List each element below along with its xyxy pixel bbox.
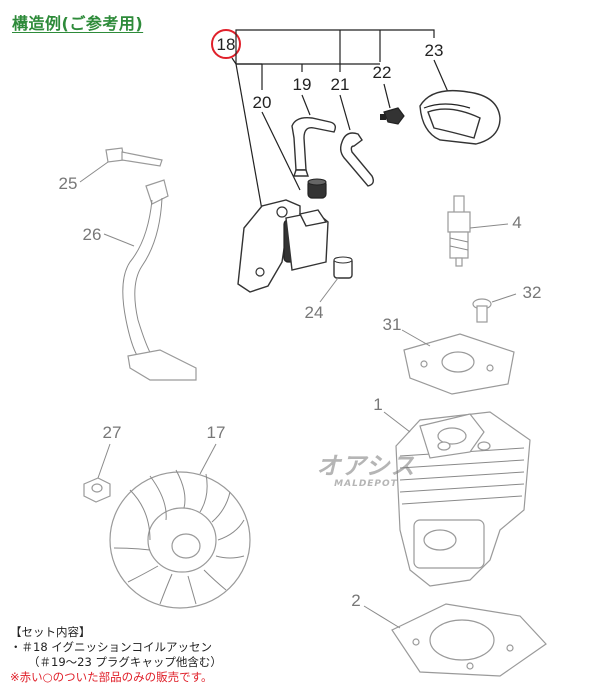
set-contents-info: 【セット内容】 ・＃18 イグニッションコイルアッセン （＃19～23 プラグキ… [10, 625, 222, 685]
callout-32: 32 [523, 283, 542, 302]
callout-19: 19 [293, 75, 312, 94]
part-20-grommet [307, 178, 327, 199]
part-24-collar [333, 256, 353, 279]
part-22-terminal [380, 107, 405, 125]
callout-1: 1 [373, 395, 382, 414]
leader-24 [319, 277, 339, 303]
leader-23 [433, 59, 449, 93]
watermark-main: オアシス [316, 452, 416, 480]
leader-27 [97, 443, 111, 479]
part-25-bolt [105, 147, 163, 167]
part-21-boot [339, 132, 375, 187]
part-23-cap-cover [419, 89, 501, 145]
leader-coil [235, 63, 263, 211]
watermark-sub: MALDEPOT [334, 479, 398, 489]
callout-22: 22 [373, 63, 392, 82]
part-2-base-gasket [391, 603, 547, 677]
callout-21: 21 [331, 75, 350, 94]
part-27-nut [83, 477, 111, 503]
callout-17: 17 [207, 423, 226, 442]
bracket-18-top [235, 29, 435, 64]
callout-2: 2 [351, 591, 360, 610]
leader-4 [469, 223, 509, 229]
callout-26: 26 [83, 225, 102, 244]
set-contents-heading: 【セット内容】 [10, 625, 91, 639]
callout-20: 20 [253, 93, 272, 112]
leader-32 [491, 293, 517, 303]
watermark-logo: オアシス MALDEPOT [316, 446, 416, 489]
part-1-cylinder [395, 411, 531, 587]
leader-2 [363, 605, 401, 629]
callout-27: 27 [103, 423, 122, 442]
leader-22 [383, 83, 391, 109]
set-contents-line2: （＃19～23 プラグキャップ他含む） [28, 655, 222, 669]
part-26-stop-wire [122, 179, 197, 381]
part-4-spark-plug [447, 195, 471, 267]
leader-21 [339, 94, 351, 131]
leader-20 [261, 111, 301, 191]
leader-19 [301, 94, 311, 116]
callout-23: 23 [425, 41, 444, 60]
leader-25 [79, 161, 109, 183]
leader-31 [401, 329, 431, 347]
callout-25: 25 [59, 174, 78, 193]
page-title: 構造例(ご参考用) [12, 14, 144, 33]
callout-31: 31 [383, 315, 402, 334]
part-19-cable [291, 116, 337, 177]
sale-note: ※赤い○のついた部品のみの販売です。 [10, 670, 213, 684]
highlight-circle-18 [211, 29, 241, 59]
part-18-ignition-coil [237, 199, 329, 293]
callout-4: 4 [512, 213, 521, 232]
callout-18-group: 18 [211, 29, 435, 211]
callout-18: 18 [217, 35, 236, 54]
set-contents-line1: ・＃18 イグニッションコイルアッセン [10, 640, 213, 654]
part-17-flywheel [109, 469, 251, 609]
leader-1 [383, 411, 411, 433]
callout-24: 24 [305, 303, 324, 322]
part-32-screw [472, 298, 492, 323]
leader-17 [199, 443, 217, 475]
part-31-gasket [403, 333, 515, 395]
leader-26 [103, 233, 135, 247]
